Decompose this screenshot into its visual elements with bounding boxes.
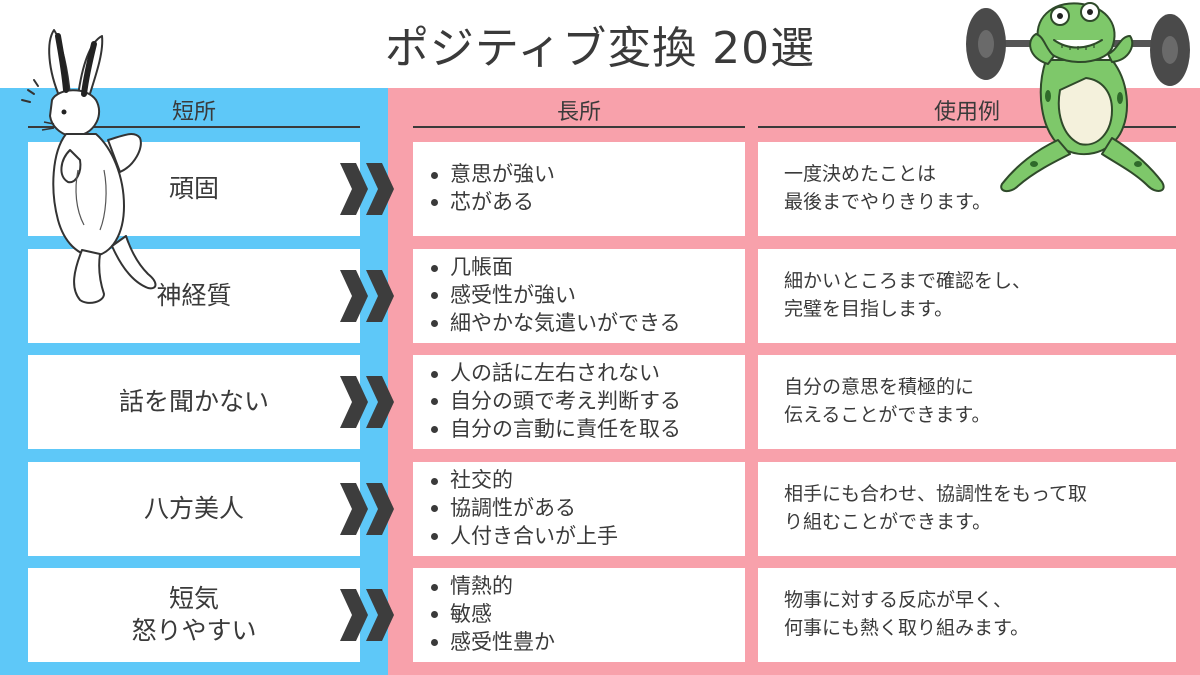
usage-example-text: 物事に対する反応が早く、: [784, 589, 1013, 612]
usage-example-cell: 物事に対する反応が早く、何事にも熱く取り組みます。: [758, 568, 1176, 662]
bullet-dot-icon: [431, 398, 438, 406]
double-chevron-right-icon: [340, 483, 394, 535]
bullet-dot-icon: [431, 505, 438, 513]
strength-bullet: 人付き合いが上手: [431, 523, 745, 551]
usage-example-text: 細かいところまで確認をし、: [784, 270, 1032, 293]
strength-cell: 意思が強い芯がある: [413, 142, 745, 236]
strength-text: 人付き合いが上手: [450, 523, 618, 548]
usage-example-text: り組むことができます。: [784, 511, 992, 533]
shortcoming-cell: 短気怒りやすい: [28, 568, 360, 662]
strength-text: 社交的: [450, 468, 513, 493]
bullet-dot-icon: [431, 320, 438, 328]
strength-bullet: 協調性がある: [431, 495, 745, 523]
bullet-dot-icon: [431, 370, 438, 378]
strength-text: 感受性が強い: [450, 283, 576, 308]
shortcoming-text: 話を聞かない: [118, 386, 269, 416]
shortcoming-cell: 八方美人: [28, 462, 360, 556]
usage-example-cell: 相手にも合わせ、協調性をもって取り組むことができます。: [758, 462, 1176, 556]
shortcoming-text: 怒りやすい: [131, 616, 257, 645]
strength-text: 芯がある: [450, 190, 534, 214]
strength-text: 几帳面: [450, 255, 513, 280]
bullet-dot-icon: [431, 292, 438, 300]
bullet-dot-icon: [431, 426, 438, 434]
strength-text: 意思が強い: [450, 162, 555, 187]
strength-bullet: 細やかな気遣いができる: [431, 310, 745, 338]
double-chevron-right-icon: [340, 270, 394, 322]
frog-weightlifter-illustration: [966, 2, 1190, 192]
strength-bullet: 意思が強い: [431, 161, 745, 189]
usage-example-text: 完璧を目指します。: [784, 298, 954, 320]
rabbit-illustration: [21, 29, 157, 304]
shortcoming-text: 八方美人: [143, 493, 244, 523]
shortcoming-cell: 話を聞かない: [28, 355, 360, 449]
strength-text: 敏感: [450, 602, 492, 627]
shortcoming-text: 短気: [168, 583, 219, 613]
header-shortcoming: 短所: [28, 94, 360, 128]
strength-text: 感受性豊か: [450, 629, 555, 654]
strength-bullet: 敏感: [431, 601, 745, 629]
strength-bullet: 社交的: [431, 467, 745, 495]
strength-text: 人の話に左右されない: [450, 361, 660, 386]
strength-bullet: 感受性が強い: [431, 282, 745, 310]
strength-cell: 社交的協調性がある人付き合いが上手: [413, 462, 745, 556]
usage-example-text: 一度決めたことは: [784, 163, 937, 186]
bullet-dot-icon: [431, 171, 438, 179]
strength-bullet: 自分の頭で考え判断する: [431, 388, 745, 416]
strength-bullet: 感受性豊か: [431, 629, 745, 657]
strength-text: 協調性がある: [450, 496, 576, 521]
strength-bullet: 人の話に左右されない: [431, 360, 745, 388]
strength-bullet: 芯がある: [431, 189, 745, 217]
bullet-dot-icon: [431, 583, 438, 591]
usage-example-text: 自分の意思を積極的に: [784, 376, 975, 399]
page-title: ポジティブ変換 20選: [384, 23, 816, 74]
bullet-dot-icon: [431, 611, 438, 619]
shortcoming-text: 頑固: [168, 173, 219, 203]
header-usage-example: 使用例: [758, 94, 1176, 128]
double-chevron-right-icon: [340, 376, 394, 428]
usage-example-cell: 自分の意思を積極的に伝えることができます。: [758, 355, 1176, 449]
bullet-dot-icon: [431, 533, 438, 541]
bullet-dot-icon: [431, 199, 438, 207]
bullet-dot-icon: [431, 477, 438, 485]
usage-example-text: 伝えることができます。: [784, 404, 991, 426]
double-chevron-right-icon: [340, 163, 394, 215]
strength-text: 自分の言動に責任を取る: [450, 416, 681, 441]
bullet-dot-icon: [431, 639, 438, 647]
strength-bullet: 几帳面: [431, 254, 745, 282]
strength-text: 情熱的: [450, 574, 513, 599]
double-chevron-right-icon: [340, 589, 394, 641]
strength-bullet: 自分の言動に責任を取る: [431, 416, 745, 444]
strength-text: 自分の頭で考え判断する: [450, 389, 681, 414]
usage-example-cell: 細かいところまで確認をし、完璧を目指します。: [758, 249, 1176, 343]
strength-cell: 人の話に左右されない自分の頭で考え判断する自分の言動に責任を取る: [413, 355, 745, 449]
strength-cell: 情熱的敏感感受性豊か: [413, 568, 745, 662]
usage-example-text: 何事にも熱く取り組みます。: [784, 617, 1030, 639]
strength-text: 細やかな気遣いができる: [450, 310, 681, 335]
usage-example-text: 相手にも合わせ、協調性をもって取: [784, 483, 1088, 506]
strength-bullet: 情熱的: [431, 573, 745, 601]
strength-cell: 几帳面感受性が強い細やかな気遣いができる: [413, 249, 745, 343]
header-strength: 長所: [413, 94, 745, 128]
usage-example-text: 最後までやりきります。: [784, 191, 992, 213]
shortcoming-text: 神経質: [156, 280, 232, 310]
bullet-dot-icon: [431, 264, 438, 272]
